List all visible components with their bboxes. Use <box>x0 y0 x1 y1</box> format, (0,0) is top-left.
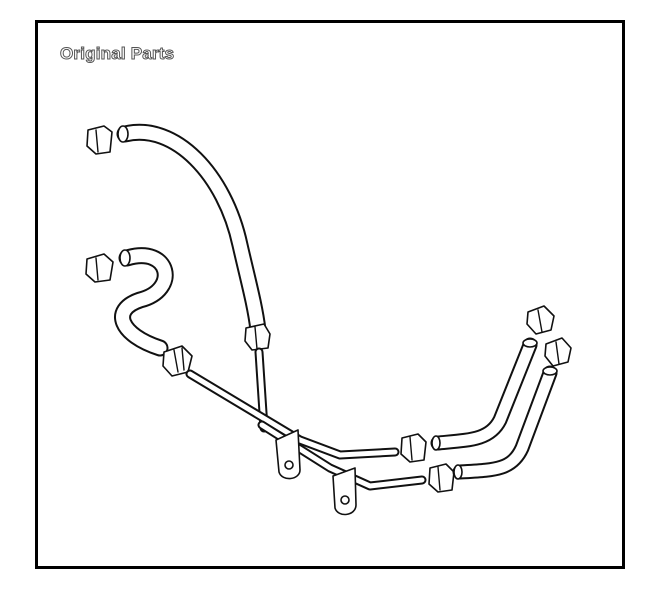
hose-clamp-right-upper <box>400 433 427 463</box>
s-shaped-hose <box>114 247 174 357</box>
hose-clamp-s-end <box>162 345 193 377</box>
right-hose-lower <box>452 365 558 480</box>
hose-clamp-top-right-1 <box>526 305 555 335</box>
mounting-bracket-left <box>275 429 301 480</box>
upper-long-hose <box>116 123 267 339</box>
hose-clamp-top-right-2 <box>544 337 572 367</box>
hose-clamp-upper-left <box>86 125 113 155</box>
mounting-bracket-right <box>332 467 357 516</box>
hose-clamp-right-lower <box>428 463 455 493</box>
figure-title: Original Parts <box>59 44 175 64</box>
main-metal-pipe-upper <box>185 369 400 460</box>
right-hose-upper <box>430 337 538 451</box>
hose-clamp-vertical-pipe <box>244 323 271 351</box>
hose-clamp-middle-left <box>85 253 114 283</box>
